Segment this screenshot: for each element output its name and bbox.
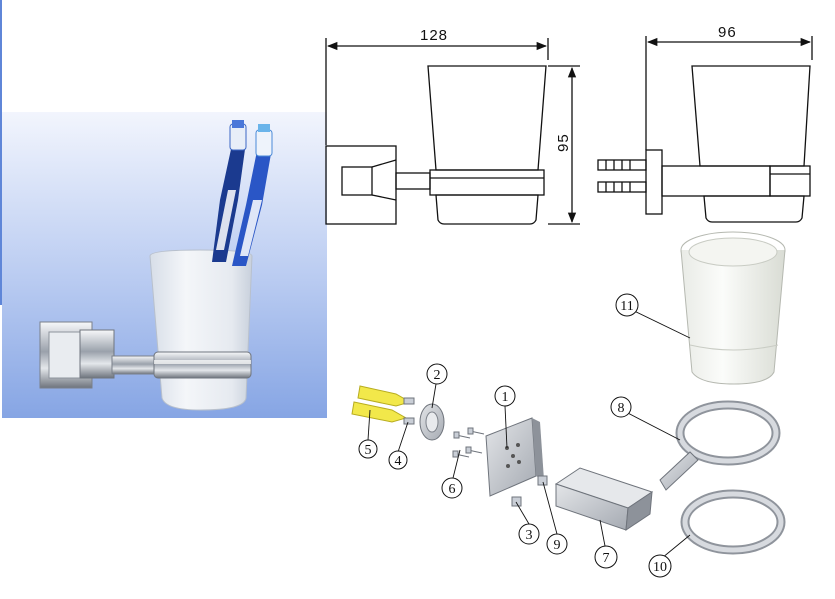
callout-4: 4 [388,450,408,470]
chrome-ring-photo [153,351,252,379]
callout-9: 9 [546,533,568,555]
dimension-height: 95 [555,133,572,152]
product-photo [0,0,327,418]
callout-5: 5 [358,439,378,459]
part-base-plate [485,417,544,497]
svg-text:9: 9 [554,538,561,553]
part-set-screw [511,496,522,507]
callout-7: 7 [594,545,618,569]
front-view-drawing [325,38,580,225]
svg-text:10: 10 [653,560,667,575]
callout-2: 2 [426,363,448,385]
part-ring-with-arm [659,400,781,491]
part-grub-screw [537,475,548,486]
svg-text:6: 6 [449,482,456,497]
svg-text:2: 2 [434,368,441,383]
svg-text:8: 8 [618,401,625,416]
frosted-glass-photo [149,249,253,411]
svg-text:7: 7 [603,551,610,566]
svg-text:1: 1 [502,390,509,405]
side-view-drawing [597,36,813,223]
callout-8: 8 [610,396,632,418]
part-cup [680,231,786,385]
svg-text:4: 4 [395,454,402,469]
svg-text:3: 3 [526,528,533,543]
part-rosette [419,403,445,441]
dimension-width-front: 128 [420,27,448,44]
part-screws-small [403,397,415,425]
leader-lines [367,307,691,559]
callout-11: 11 [615,293,639,317]
part-bolts [452,427,485,458]
part-ring [680,489,786,555]
svg-text:11: 11 [620,299,633,314]
wall-plate-photo [39,321,115,389]
toothbrushes [212,120,273,266]
dimension-width-side: 96 [718,24,737,41]
callout-3: 3 [518,523,540,545]
callout-1: 1 [494,385,516,407]
part-wall-anchors [351,385,412,423]
callout-6: 6 [441,477,463,499]
part-arm-block [554,467,654,531]
callout-10: 10 [648,554,672,578]
svg-text:5: 5 [365,443,372,458]
